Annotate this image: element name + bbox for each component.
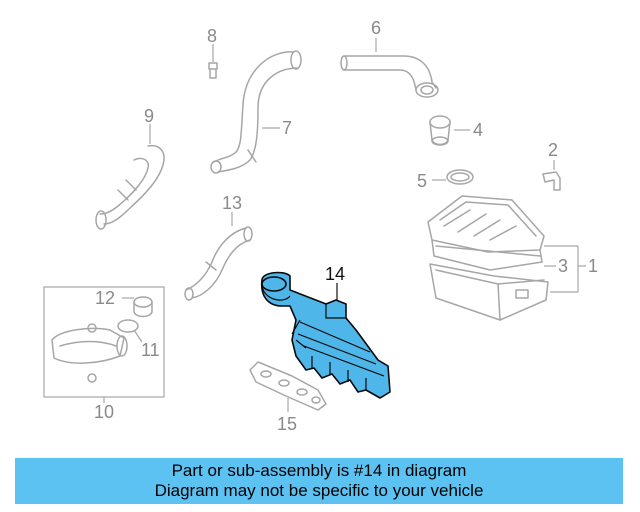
label-1: 1 [588,256,598,276]
part-8-bolt[interactable] [208,44,218,79]
part-2-bracket[interactable] [542,160,561,191]
parts-diagram: 8 7 6 4 5 2 [43,18,598,434]
part-4-coupler[interactable] [429,115,470,146]
banner-line-2: Diagram may not be specific to your vehi… [154,481,484,500]
part-14-intake-manifold[interactable] [260,271,391,399]
label-8: 8 [207,26,217,46]
banner-line-1: Part or sub-assembly is #14 in diagram [171,461,467,480]
label-5: 5 [417,171,427,191]
label-7: 7 [282,118,292,138]
label-12: 12 [95,288,115,308]
part-15-gasket[interactable] [249,361,327,412]
part-7-duct[interactable] [210,50,302,174]
info-banner: Part or sub-assembly is #14 in diagram D… [15,458,623,504]
part-10-resonator-assembly[interactable] [43,286,165,403]
part-5-seal[interactable] [432,169,474,185]
label-3: 3 [558,256,568,276]
label-14: 14 [325,264,345,284]
part-13-tube[interactable] [184,212,253,301]
label-10: 10 [94,402,114,422]
label-11: 11 [141,340,160,360]
part-6-duct[interactable] [340,38,439,98]
label-6: 6 [371,18,381,38]
part-9-tube[interactable] [95,124,165,230]
label-9: 9 [144,106,154,126]
label-4: 4 [473,120,483,140]
label-15: 15 [277,414,297,434]
label-2: 2 [548,140,558,160]
label-13: 13 [222,193,242,213]
part-1-air-cleaner[interactable] [427,195,586,321]
